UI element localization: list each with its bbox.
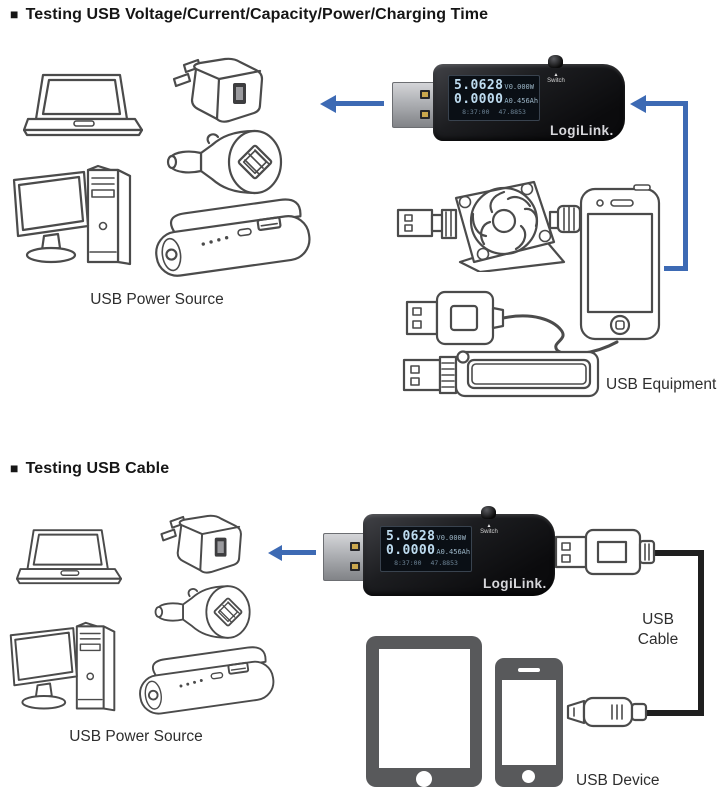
reading-value: 47.8853 — [498, 108, 526, 117]
switch-label: ▲ Switch — [471, 523, 507, 537]
switch-arrow-icon: ▲ — [486, 523, 492, 529]
usb-tester-device: ▲ Switch 5.0628 V 0.000W 0.0000 A 0.456A… — [323, 506, 555, 600]
power-value: 0.000W — [508, 83, 534, 91]
tester-screen: 5.0628 V 0.000W 0.0000 A 0.456Ah 8:37:00… — [448, 75, 540, 121]
usb-cable-icon — [405, 290, 619, 356]
current-unit: A — [436, 547, 441, 556]
usb-fan-icon — [396, 180, 582, 272]
section-bullet-icon: ■ — [10, 460, 19, 476]
section2-title-text: Testing USB Cable — [25, 460, 170, 477]
usb-pin — [350, 542, 360, 551]
usb-power-source-label: USB Power Source — [69, 728, 203, 745]
section1-title-text: Testing USB Voltage/Current/Capacity/Pow… — [25, 6, 489, 23]
usb-power-source-label: USB Power Source — [90, 291, 224, 308]
switch-knob — [481, 506, 496, 519]
laptop-icon — [23, 73, 143, 137]
micro-usb-connector-icon — [566, 696, 648, 728]
current-row: 0.0000 A 0.456Ah — [454, 91, 538, 107]
car-charger-icon — [166, 129, 283, 195]
status-row: 8:37:00 47.8853 — [454, 109, 534, 116]
switch-arrow-icon: ▲ — [553, 72, 559, 78]
voltage-value: 5.0628 — [386, 529, 436, 544]
current-row: 0.0000 A 0.456Ah — [386, 542, 470, 558]
tester-screen: 5.0628 V 0.000W 0.0000 A 0.456Ah 8:37:00… — [380, 526, 472, 572]
wall-charger-icon — [160, 514, 242, 574]
usb-a-connector-icon — [554, 528, 656, 576]
time-value: 8:37:00 — [462, 108, 490, 117]
section2-title: ■ Testing USB Cable — [10, 460, 169, 478]
switch-label: ▲ Switch — [538, 72, 574, 86]
usb-cable-label: USB Cable — [637, 611, 679, 648]
voltage-row: 5.0628 V 0.000W — [386, 530, 466, 544]
voltage-row: 5.0628 V 0.000W — [454, 79, 534, 93]
current-unit: A — [504, 96, 509, 105]
usb-pin — [350, 562, 360, 571]
current-value: 0.0000 — [454, 91, 504, 107]
usb-pin — [420, 90, 430, 99]
brand-logo: LogiLink. — [550, 123, 614, 138]
voltage-unit: V — [436, 534, 441, 542]
capacity-value: 0.456Ah — [508, 96, 539, 105]
power-bank-icon — [155, 198, 311, 277]
usb-pin — [420, 110, 430, 119]
tablet-silhouette — [366, 636, 482, 787]
section1-title: ■ Testing USB Voltage/Current/Capacity/Po… — [10, 6, 488, 24]
power-value: 0.000W — [440, 534, 466, 542]
usb-device-label: USB Device — [576, 772, 660, 789]
wall-charger-icon — [172, 57, 264, 123]
usb-led-stick-icon — [402, 350, 600, 398]
switch-knob — [548, 55, 563, 68]
desktop-computer-icon — [9, 621, 116, 712]
smartphone-icon — [579, 184, 661, 341]
voltage-unit: V — [504, 83, 509, 91]
car-charger-icon — [154, 585, 251, 639]
phone-silhouette — [495, 658, 563, 787]
desktop-computer-icon — [12, 164, 132, 266]
capacity-value: 0.456Ah — [440, 547, 471, 556]
usb-tester-device: ▲ Switch 5.0628 V 0.000W 0.0000 A 0.456A… — [392, 55, 625, 145]
status-row: 8:37:00 47.8853 — [386, 560, 466, 567]
time-value: 8:37:00 — [394, 559, 422, 568]
laptop-icon — [16, 529, 122, 585]
power-bank-icon — [139, 646, 275, 715]
usb-equipment-label: USB Equipment — [606, 376, 717, 393]
brand-logo: LogiLink. — [483, 576, 547, 591]
reading-value: 47.8853 — [430, 559, 458, 568]
current-value: 0.0000 — [386, 542, 436, 558]
section-bullet-icon: ■ — [10, 6, 19, 22]
voltage-value: 5.0628 — [454, 78, 504, 93]
